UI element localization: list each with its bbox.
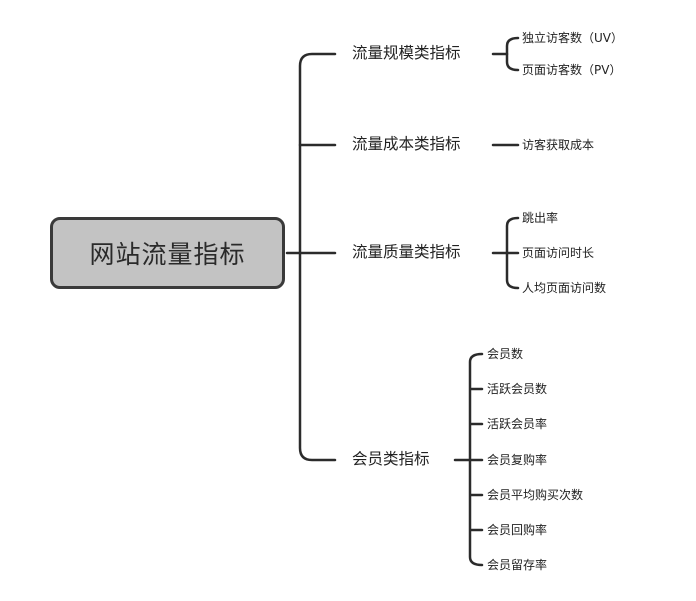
branch3-bracket: [505, 216, 520, 290]
leaf-node[interactable]: 会员数: [487, 347, 524, 361]
root-label: 网站流量指标: [89, 240, 246, 269]
level1-spine: [298, 52, 337, 462]
leaf-node[interactable]: 跳出率: [522, 211, 559, 225]
branch-node-quality[interactable]: 流量质量类指标: [352, 243, 461, 261]
leaf-node[interactable]: 活跃会员率: [487, 417, 548, 431]
leaf-node[interactable]: 活跃会员数: [487, 382, 548, 396]
leaf-node[interactable]: 会员留存率: [487, 558, 548, 572]
leaf-node[interactable]: 会员回购率: [487, 523, 548, 537]
leaf-node[interactable]: 人均页面访问数: [522, 281, 607, 295]
leaf-node[interactable]: 会员平均购买次数: [487, 488, 584, 502]
leaf-node[interactable]: 独立访客数（UV）: [522, 31, 623, 45]
leaf-node[interactable]: 会员复购率: [487, 453, 548, 467]
leaf-node[interactable]: 访客获取成本: [522, 138, 595, 152]
branch-node-cost[interactable]: 流量成本类指标: [352, 135, 461, 153]
branch4-bracket: [468, 352, 484, 567]
branch-node-scale[interactable]: 流量规模类指标: [352, 44, 461, 62]
root-node[interactable]: 网站流量指标: [50, 217, 285, 289]
leaf-node[interactable]: 页面访问时长: [522, 246, 595, 260]
branch-node-member[interactable]: 会员类指标: [352, 450, 430, 468]
leaf-node[interactable]: 页面访客数（PV）: [522, 63, 622, 77]
branch1-bracket: [505, 36, 520, 72]
